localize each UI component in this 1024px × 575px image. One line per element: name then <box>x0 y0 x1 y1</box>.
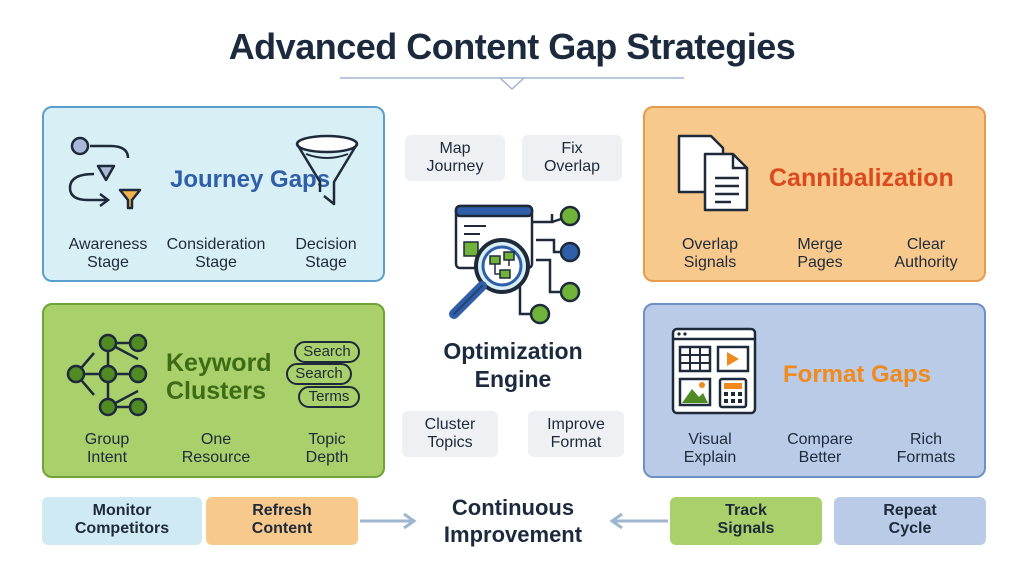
media-formats-icon <box>671 327 757 415</box>
search-tag: Search <box>294 341 360 363</box>
optimization-engine-label: Optimization Engine <box>443 338 583 392</box>
terms-tag: Terms <box>298 386 360 408</box>
search-tag: Search <box>286 363 352 385</box>
keyword-clusters-panel: Keyword Clusters Search Search Terms Gro… <box>42 303 385 478</box>
arrow-right-icon <box>360 512 417 530</box>
magnifier-analysis-icon <box>449 204 581 325</box>
title-underline <box>340 77 684 91</box>
arrow-left-icon <box>609 512 668 530</box>
page-title: Advanced Content Gap Strategies <box>228 26 796 67</box>
keyword-clusters-title: Keyword Clusters <box>166 349 272 405</box>
overlapping-documents-icon <box>677 134 749 212</box>
continuous-improvement-label: Continuous Improvement <box>443 495 583 547</box>
journey-gaps-title: Journey Gaps <box>170 166 331 193</box>
format-gaps-title: Format Gaps <box>783 361 932 388</box>
funnel-icon <box>295 134 359 206</box>
flow-icon <box>68 136 142 210</box>
network-tree-icon <box>66 333 148 417</box>
cannibalization-title: Cannibalization <box>769 164 954 192</box>
